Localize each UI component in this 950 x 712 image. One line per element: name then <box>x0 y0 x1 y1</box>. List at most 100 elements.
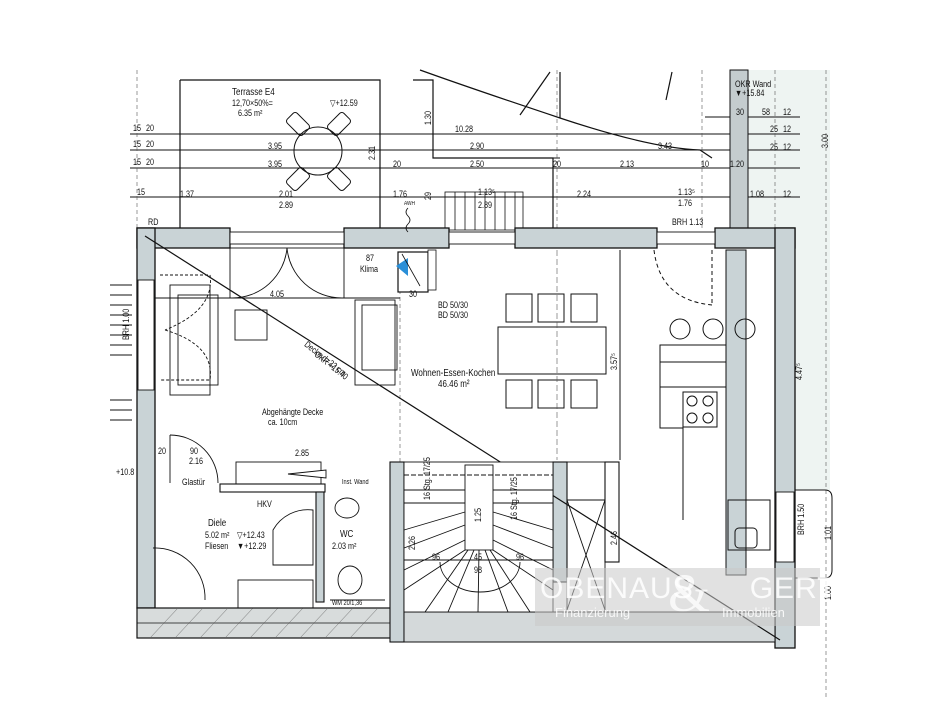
diele-dim-285: 2.85 <box>295 448 310 458</box>
watermark-sub-1: Finanzierung <box>555 605 631 620</box>
brh-right-label: BRH 1.50 <box>796 503 806 535</box>
dim-r3-20c: 20 <box>553 159 562 169</box>
dim-r2-15: 15 <box>133 139 142 149</box>
dim-r1-20: 20 <box>146 123 155 133</box>
room-diele-floor-level: ▼+12.29 <box>237 541 267 551</box>
dim-r2-25: 25 <box>770 124 779 134</box>
dim-r1-58: 58 <box>762 107 771 117</box>
room-diele-name: Diele <box>208 518 227 529</box>
okr-wall-label: OKR Wand <box>735 79 772 89</box>
dim-r4-176: 1.76 <box>393 189 408 199</box>
watermark-title-2: GERTEN <box>749 572 881 605</box>
dim-r3-10: 10 <box>701 159 710 169</box>
room-wohnen-name: Wohnen-Essen-Kochen <box>411 368 496 379</box>
terrace-name: Terrasse E4 <box>232 87 275 98</box>
dim-r2-20: 20 <box>146 139 155 149</box>
dim-r4-1135a: 1.13⁵ <box>478 187 495 197</box>
dim-r3-213: 2.13 <box>620 159 635 169</box>
awh-label: AWH <box>404 201 416 207</box>
staircase <box>403 461 554 613</box>
dim-r2-290: 2.90 <box>470 141 485 151</box>
dim-r5-176: 1.76 <box>678 198 693 208</box>
klima-width: 87 <box>366 253 375 263</box>
bd-label-1: BD 50/30 <box>438 300 469 310</box>
stair-dim-226: 2.26 <box>407 535 417 550</box>
room-diele-floor: Fliesen <box>205 541 229 551</box>
okr-wall-level: ▼+15.84 <box>735 88 765 98</box>
dim-vert-300: 3.00 <box>820 133 830 148</box>
right-exterior-bay <box>795 489 833 579</box>
dim-r1-12: 12 <box>783 107 792 117</box>
hkv-label: HKV <box>257 499 272 509</box>
watermark-sub-2: Immobilien <box>722 605 785 620</box>
exterior-walls <box>136 227 796 649</box>
diele-dim-90: 90 <box>190 446 199 456</box>
watermark-title: OBENAUS GERTEN <box>540 572 880 606</box>
wall-hatching <box>149 607 379 639</box>
dim-r3-12: 12 <box>783 142 792 152</box>
exterior-steps <box>444 191 524 231</box>
dim-r1-1028: 10.28 <box>455 124 474 134</box>
dim-r4-201: 2.01 <box>279 189 294 199</box>
dim-vert-231: 2.31 <box>367 145 377 160</box>
dim-447: 4.47⁵ <box>794 363 804 380</box>
stair-dim-96a: 96 <box>432 552 441 562</box>
dim-r2-343: 3.43 <box>658 141 673 151</box>
diele-dim-20: 20 <box>158 446 167 456</box>
stair-dim-96b: 96 <box>516 552 525 562</box>
entry-wc-fixtures <box>152 434 385 609</box>
klima-label: Klima <box>360 264 379 274</box>
dim-r2-395: 3.95 <box>268 141 283 151</box>
terrace-table <box>286 112 351 191</box>
dim-r3-250: 2.50 <box>470 159 485 169</box>
dim-r4-108: 1.08 <box>750 189 765 199</box>
dim-r4-12: 12 <box>783 189 792 199</box>
dim-r4-1135b: 1.13⁵ <box>678 187 695 197</box>
stair-label-2: 16 Stg. 17/25 <box>509 477 519 520</box>
ceiling-lowered-label-2: ca. 10cm <box>268 417 298 427</box>
dim-r3-20: 20 <box>146 157 155 167</box>
dim-r3-15: 15 <box>133 157 142 167</box>
diele-dim-216: 2.16 <box>189 456 204 466</box>
dim-101: 1.01 <box>823 525 833 540</box>
stair-label-1: 16 Stg. 17/25 <box>422 457 432 500</box>
dim-r5-289b: 2.89 <box>478 200 493 210</box>
dim-vert-29: 29 <box>423 191 433 200</box>
stair-dim-45: 45 <box>474 552 483 562</box>
dim-r3-120: 1.20 <box>730 159 745 169</box>
inst-wand-label: Inst. Wand <box>342 479 369 486</box>
brh-left-label: BRH 1.00 <box>121 308 131 340</box>
room-diele-level: ▽+12.43 <box>237 530 265 540</box>
rd-label: RD <box>148 217 159 227</box>
dim-vert-130: 1.30 <box>423 110 433 125</box>
exterior-shade-right-2 <box>790 230 830 490</box>
stair-dim-98: 98 <box>474 565 483 575</box>
dim-r4-15: 15 <box>137 187 146 197</box>
watermark-title-1: OBENAUS <box>540 572 694 605</box>
kitchen-dim-246: 2.46 <box>609 530 619 545</box>
dim-r4-137: 1.37 <box>180 189 195 199</box>
room-diele-area: 5.02 m² <box>205 530 230 540</box>
ceiling-lowered-label: Abgehängte Decke <box>262 407 324 417</box>
awh-symbol <box>405 207 411 233</box>
dim-r2-12: 12 <box>783 124 792 134</box>
dim-living-405: 4.05 <box>270 289 285 299</box>
terrace-area: 6.35 m² <box>238 108 263 118</box>
bd-label-2: BD 50/30 <box>438 310 469 320</box>
dining-set <box>497 293 607 409</box>
room-wc-name: WC <box>340 529 354 540</box>
brh-top-label: BRH 1.13 <box>672 217 704 227</box>
stair-width: 1.25 <box>473 507 483 522</box>
kitchen <box>619 249 771 551</box>
dim-r4-224: 2.24 <box>577 189 592 199</box>
dim-r3-20b: 20 <box>393 159 402 169</box>
terrace-calc: 12,70×50%= <box>232 98 273 108</box>
glastuer-label: Glastür <box>182 477 206 487</box>
watermark-ampersand: & <box>668 563 711 623</box>
interior-walls <box>219 461 620 643</box>
terrace-level: ▽+12.59 <box>330 98 358 108</box>
dim-r3-25: 25 <box>770 142 779 152</box>
room-wohnen-area: 46.46 m² <box>438 379 470 390</box>
wm-label: WM 20/1,36 <box>332 600 363 607</box>
